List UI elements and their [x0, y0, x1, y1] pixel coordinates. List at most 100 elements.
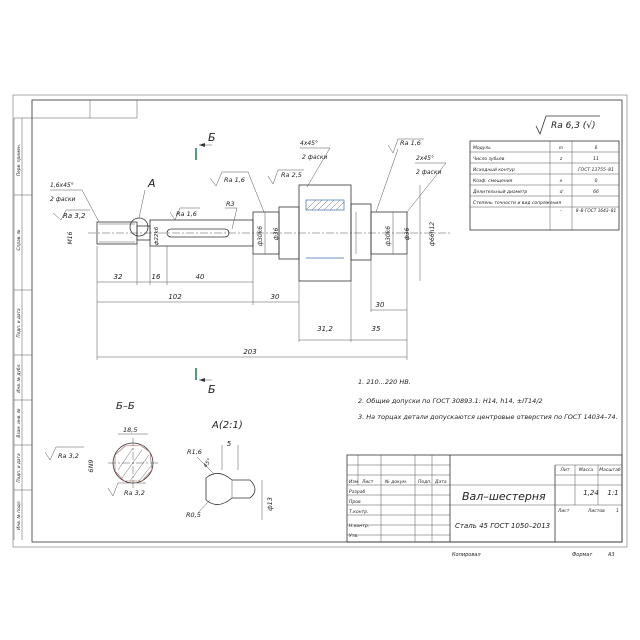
chamfer-1-note: 2 фаски	[50, 196, 75, 203]
ra16-leader-2	[209, 171, 248, 187]
section-key-width: 6N9	[87, 459, 95, 472]
dim-35: 35	[372, 325, 381, 333]
gear-hatching	[305, 199, 345, 211]
section-b-b: Б–Б 18,5 6N9 Ra 3,2 Ra 3,2	[44, 401, 160, 497]
chamfer-2-leader	[300, 147, 331, 188]
detail-marker-a: А	[147, 177, 156, 190]
keyway-slot	[166, 228, 230, 238]
detail-label: А(2:1)	[211, 420, 243, 431]
section-fill	[114, 444, 153, 482]
side-stamp-6: Подп. и дата	[16, 453, 22, 483]
detail-13: ф13	[266, 497, 274, 511]
gear-row-4-sym: x	[559, 179, 563, 184]
dim-16: 16	[152, 273, 161, 281]
ra16-leader-3	[387, 138, 424, 154]
dim-40: 40	[196, 273, 205, 281]
gear-parameter-table: Модуль m 6 Число зубьев z 11 Исходный ко…	[469, 140, 620, 231]
dim-d30-right: ф30k6	[385, 226, 392, 246]
title-block: Изм Лист № докум. Подп. Дата Разраб Пров…	[346, 454, 623, 543]
detail-r16: R1,6	[187, 448, 202, 456]
general-roughness-mark: Ra 6,3 (√)	[535, 115, 600, 136]
tb-mass-header: Масса	[579, 467, 594, 473]
section-ra-left-label: Ra 3,2	[58, 452, 79, 460]
cut-marker-top-label: Б	[208, 131, 216, 144]
gear-row-1-label: Модуль	[473, 145, 491, 151]
tb-role-5: Утв.	[349, 533, 358, 539]
dim-d30-left: ф30k6	[257, 226, 264, 246]
note-3: 3. На торцах детали допускаются центровы…	[358, 413, 618, 421]
gear-row-2-label: Число зубьев	[473, 156, 505, 162]
gear-row-2-val: 11	[593, 156, 599, 162]
ra32-label: Ra 3,2	[63, 212, 86, 220]
ra32-leader	[52, 209, 90, 221]
technical-notes: 1. 210...220 HB. 2. Общие допуски по ГОС…	[358, 378, 618, 421]
ra25-label: Ra 2,5	[281, 171, 302, 179]
dim-203: 203	[243, 348, 256, 356]
chamfer-3: 2х45°	[416, 155, 434, 162]
side-stamp-2: Справ. №	[16, 229, 22, 250]
gear-row-3-label: Исходный контур	[473, 167, 515, 173]
chamfer-1-leader	[50, 189, 100, 223]
format-value: А3	[607, 552, 615, 558]
gear-row-5-val: 66	[593, 189, 599, 195]
detail-profile	[205, 473, 256, 505]
tb-mass-value: 1,24	[583, 489, 599, 497]
side-stamp-7: Инв. № подл.	[16, 500, 22, 530]
section-hatching	[117, 447, 152, 482]
top-stamp	[31, 99, 138, 119]
tb-role-3: Т.контр.	[349, 509, 369, 515]
section-ra-right	[107, 482, 146, 497]
section-ra-right-label: Ra 3,2	[124, 489, 145, 497]
tb-row-label-5: Дата	[434, 479, 447, 485]
gear-row-3-val: ГОСТ 13755–81	[578, 167, 614, 173]
gear-row-5-label: Делительный диаметр	[472, 189, 527, 195]
journal-right	[370, 211, 408, 255]
dim-d36-left: ф36	[273, 227, 280, 240]
detail-5: 5	[227, 440, 232, 448]
tb-row-label-3: № докум.	[384, 479, 407, 485]
gear-row-1-sym: m	[559, 146, 564, 151]
dim-102: 102	[168, 293, 182, 301]
side-stamp-4: Инв. № дубл.	[16, 363, 22, 392]
left-stamp-columns: Перв. примен. Справ. № Подп. и дата Инв.…	[13, 117, 32, 540]
outer-frame	[12, 94, 628, 548]
cut-marker-bottom: Б	[195, 368, 216, 396]
chamfer-1: 1,6х45°	[50, 182, 74, 189]
side-stamp-5: Взам. инв. №	[16, 408, 22, 438]
tb-role-1: Разраб	[349, 489, 365, 495]
side-stamp-1: Перв. примен.	[16, 144, 22, 176]
tb-row-label-2: Лист	[361, 479, 374, 485]
material: Сталь 45 ГОСТ 1050–2013	[455, 522, 550, 530]
dim-thread: M16	[67, 231, 74, 244]
gear-row-6-sym: –	[560, 209, 563, 214]
tb-sheet-label: Лист	[557, 508, 570, 514]
ra16-leader-1	[169, 207, 200, 221]
tb-role-4: Н.контр.	[349, 523, 369, 529]
dim-32: 32	[114, 273, 123, 281]
dim-d66: ф66h12	[429, 222, 436, 246]
shaft-main-view	[88, 184, 450, 282]
dimension-lines	[96, 185, 421, 360]
roughness-general-text: Ra 6,3 (√)	[551, 120, 596, 131]
detail-a-circle	[129, 217, 149, 237]
tb-scale-header: Масштаб	[599, 467, 621, 473]
section-width: 18,5	[123, 426, 137, 434]
tb-row-label-1: Изм	[349, 479, 359, 485]
dim-312: 31,2	[317, 325, 333, 333]
gear-row-6-val: 8–B ГОСТ 1643–81	[576, 208, 617, 214]
cut-marker-bottom-label: Б	[208, 383, 216, 396]
dim-d36-right: ф36	[404, 227, 411, 240]
dim-d22: ф22k6	[154, 226, 160, 245]
format-label: Формат	[572, 552, 593, 558]
tb-scale-value: 1:1	[607, 489, 618, 497]
detail-angle: 45°	[203, 458, 214, 470]
gear-row-6-label: Степень точности и вид сопряжения	[473, 200, 561, 206]
detail-a: А(2:1) 5 R1,6 45° R0,5 ф13	[186, 420, 274, 520]
dim-30: 30	[271, 293, 280, 301]
r3-leader	[225, 207, 238, 230]
section-label: Б–Б	[116, 401, 135, 412]
collar-right	[350, 203, 372, 261]
detail-r05: R0,5	[186, 511, 201, 519]
gear-row-1-val: 6	[595, 145, 598, 151]
